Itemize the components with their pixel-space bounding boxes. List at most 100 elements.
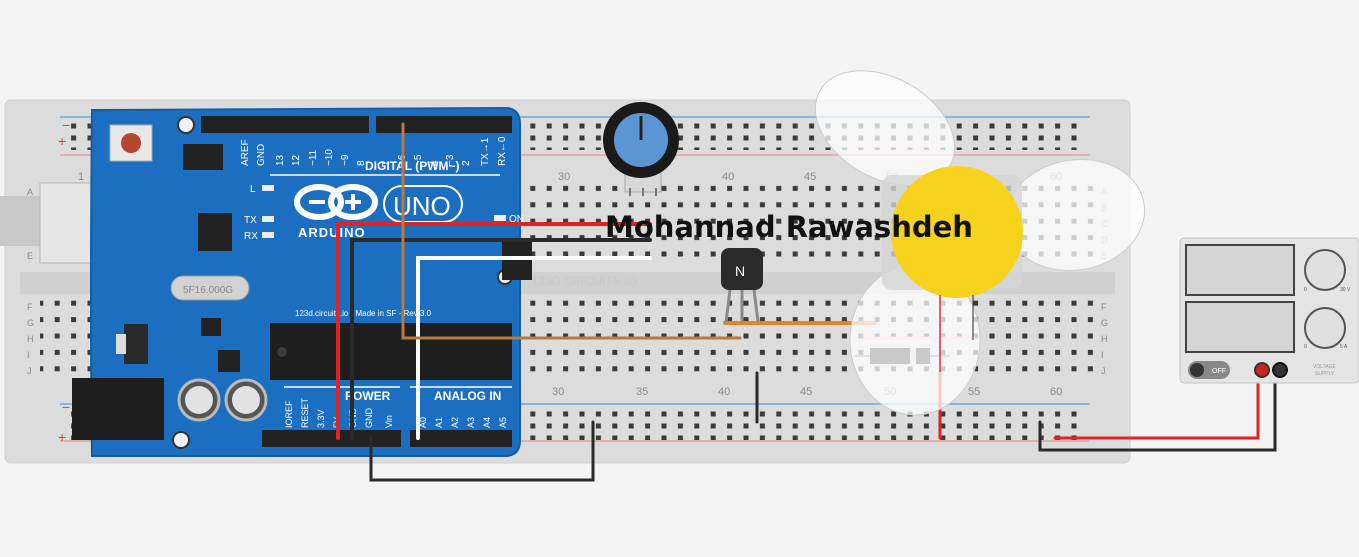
- analog-pin-label: A1: [434, 417, 444, 428]
- supply-brand-1: VOLTAGE: [1313, 364, 1337, 370]
- current-display: [1185, 301, 1295, 353]
- column-label: 40: [722, 171, 734, 183]
- digital-pin-label: AREF: [240, 139, 251, 166]
- potentiometer[interactable]: [603, 102, 679, 196]
- voltage-knob[interactable]: [1304, 249, 1346, 291]
- knob1-min: 0: [1304, 287, 1307, 293]
- row-label: J: [27, 366, 32, 376]
- icsp-header: [183, 144, 223, 170]
- knob1-max: 30 V: [1340, 287, 1351, 293]
- switch-label: OFF: [1212, 368, 1226, 375]
- row-label: A: [27, 187, 33, 197]
- digital-pin-label: ~5: [413, 154, 424, 166]
- crystal-label: 5F16.000G: [183, 285, 233, 296]
- led-l-label: L: [250, 184, 256, 195]
- npn-transistor[interactable]: N: [721, 248, 763, 323]
- capacitor-top: [185, 386, 213, 414]
- analog-pin-label: A4: [482, 417, 492, 428]
- wire-white-a0[interactable]: [416, 256, 652, 440]
- row-label: J: [1101, 366, 1106, 376]
- led-rx: [262, 232, 274, 238]
- rail-plus-bottom: +: [58, 429, 66, 445]
- led-on-label: ON: [509, 214, 524, 225]
- row-label: I: [1101, 350, 1104, 360]
- led-tx: [262, 216, 274, 222]
- voltage-regulator: [124, 324, 148, 364]
- rail-plus-top: +: [58, 133, 66, 149]
- column-label: 60: [1050, 386, 1062, 398]
- reset-button-cap[interactable]: [121, 133, 141, 153]
- digital-pin-label: 7: [381, 160, 392, 166]
- digital-header-left: [201, 116, 369, 133]
- rail-minus-bottom: −: [62, 399, 70, 415]
- chip-notch: [277, 347, 287, 357]
- digital-pin-label: 2: [461, 160, 472, 166]
- author-name-overlay: Mohannad Rawashdeh: [605, 210, 973, 244]
- digital-pin-label: 8: [356, 160, 367, 166]
- row-label: F: [27, 302, 33, 312]
- wire-black-gnd[interactable]: [350, 238, 652, 440]
- power-pin-label: Vin: [384, 415, 394, 428]
- rail-minus-top: −: [62, 117, 70, 133]
- column-label: 45: [804, 171, 816, 183]
- row-label: I: [27, 350, 30, 360]
- usb-chip: [198, 213, 232, 251]
- digital-pin-label: RX←0: [497, 136, 508, 166]
- analog-pin-label: A2: [450, 417, 460, 428]
- wire-brown-pin6[interactable]: [401, 122, 742, 340]
- wire-black-supply[interactable]: [1038, 370, 1277, 452]
- transistor-label: N: [735, 263, 745, 279]
- led-on: [494, 215, 506, 221]
- wire-red-supply[interactable]: [1053, 370, 1260, 440]
- digital-label: DIGITAL (PWM~): [365, 159, 460, 173]
- wires: [336, 122, 1277, 482]
- mount-hole: [177, 116, 195, 134]
- regulator-tab: [116, 334, 126, 354]
- wire-black-ground-rail[interactable]: [369, 420, 595, 482]
- power-pin-label: 3.3V: [316, 409, 326, 428]
- analog-header: [410, 430, 512, 447]
- wire-red-5v[interactable]: [336, 222, 652, 440]
- dc-motor-fan[interactable]: [795, 47, 1153, 416]
- capacitor-top: [232, 386, 260, 414]
- column-label: 30: [552, 386, 564, 398]
- analog-pin-label: A0: [418, 417, 428, 428]
- switch-knob[interactable]: [1190, 363, 1204, 377]
- analog-label: ANALOG IN: [434, 389, 501, 403]
- column-label: 30: [558, 171, 570, 183]
- motor-hub: [891, 166, 1023, 298]
- usb-cable: [0, 196, 45, 246]
- atmega-chip: [270, 323, 512, 380]
- arduino-logo-icon: [294, 184, 378, 220]
- digital-pin-label: 13: [275, 154, 286, 166]
- row-label: H: [1101, 334, 1108, 344]
- row-label: F: [1101, 302, 1107, 312]
- voltage-display: [1185, 244, 1295, 296]
- positive-terminal[interactable]: [1254, 362, 1270, 378]
- row-label: G: [1101, 318, 1108, 328]
- negative-terminal[interactable]: [1272, 362, 1288, 378]
- led-tx-label: TX: [244, 215, 257, 226]
- digital-header-right: [376, 116, 512, 133]
- power-label: POWER: [345, 389, 391, 403]
- power-supply[interactable]: 0 30 V 0 5 A OFF VOLTAGE SUPPLY: [1179, 237, 1359, 384]
- board-revision-text: 123d.circuits.io - Made in SF - Rev 3.0: [295, 309, 432, 318]
- digital-pin-label: GND: [256, 144, 267, 166]
- supply-brand-2: SUPPLY: [1315, 371, 1335, 377]
- power-pin-label: RESET: [300, 397, 310, 428]
- digital-pin-label: TX→1: [480, 137, 491, 166]
- knob2-max: 5 A: [1340, 344, 1348, 350]
- digital-pin-label: ~10: [324, 149, 335, 166]
- column-label: 35: [636, 386, 648, 398]
- column-label: 55: [968, 386, 980, 398]
- row-label: G: [27, 318, 34, 328]
- small-chip-2: [218, 350, 240, 372]
- column-label: 45: [800, 386, 812, 398]
- analog-pin-label: A3: [466, 417, 476, 428]
- led-l: [262, 185, 274, 191]
- current-knob[interactable]: [1304, 307, 1346, 349]
- power-pin-label: IOREF: [284, 400, 294, 428]
